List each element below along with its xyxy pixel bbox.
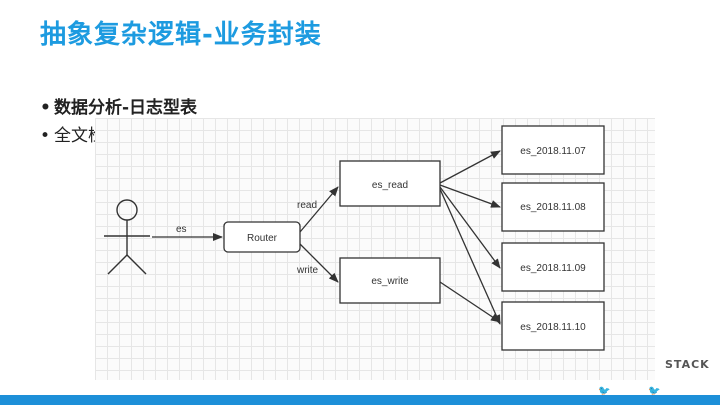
edge-read-idx3 — [439, 186, 501, 269]
es-read-node — [339, 160, 441, 207]
bullet-dot: • — [40, 126, 51, 146]
edge-label-read: read — [297, 200, 317, 211]
index-label: es_2018.11.08 — [520, 202, 586, 213]
bullet-item: •数据分析-日志型表 — [40, 94, 197, 122]
edge-router-read — [299, 186, 339, 233]
index-node — [501, 125, 605, 175]
edge-label-write: write — [296, 265, 319, 276]
bullet-dot: • — [40, 98, 51, 118]
index-node — [501, 242, 605, 292]
es-read-label: es_read — [372, 180, 408, 191]
index-label: es_2018.11.07 — [520, 146, 586, 157]
es-write-label: es_write — [371, 276, 409, 287]
index-label: es_2018.11.09 — [520, 263, 586, 274]
actor-figure — [104, 199, 150, 275]
edge-read-idx4 — [439, 188, 501, 325]
index-label: es_2018.11.10 — [520, 322, 586, 333]
router-label: Router — [247, 233, 278, 244]
es-write-node — [339, 257, 441, 304]
edge-write-idx4 — [439, 281, 501, 323]
bullet-text: 数据分析-日志型表 — [54, 98, 198, 118]
edge-read-idx2 — [439, 184, 501, 208]
brand-logo-text: STACK — [665, 358, 710, 371]
edge-label-es: es — [176, 224, 187, 235]
index-node — [501, 182, 605, 232]
index-node — [501, 301, 605, 351]
actor-head — [116, 199, 138, 221]
bird-icon: 🐦 — [598, 386, 611, 397]
page-title: 抽象复杂逻辑-业务封装 — [40, 20, 322, 50]
edge-read-idx1 — [439, 150, 501, 184]
bird-icon: 🐦 — [648, 386, 661, 397]
router-node — [223, 221, 301, 253]
actor-left-leg — [107, 254, 128, 275]
edge-router-write — [299, 243, 339, 283]
footer-bar — [0, 395, 720, 405]
actor-right-leg — [126, 254, 147, 275]
